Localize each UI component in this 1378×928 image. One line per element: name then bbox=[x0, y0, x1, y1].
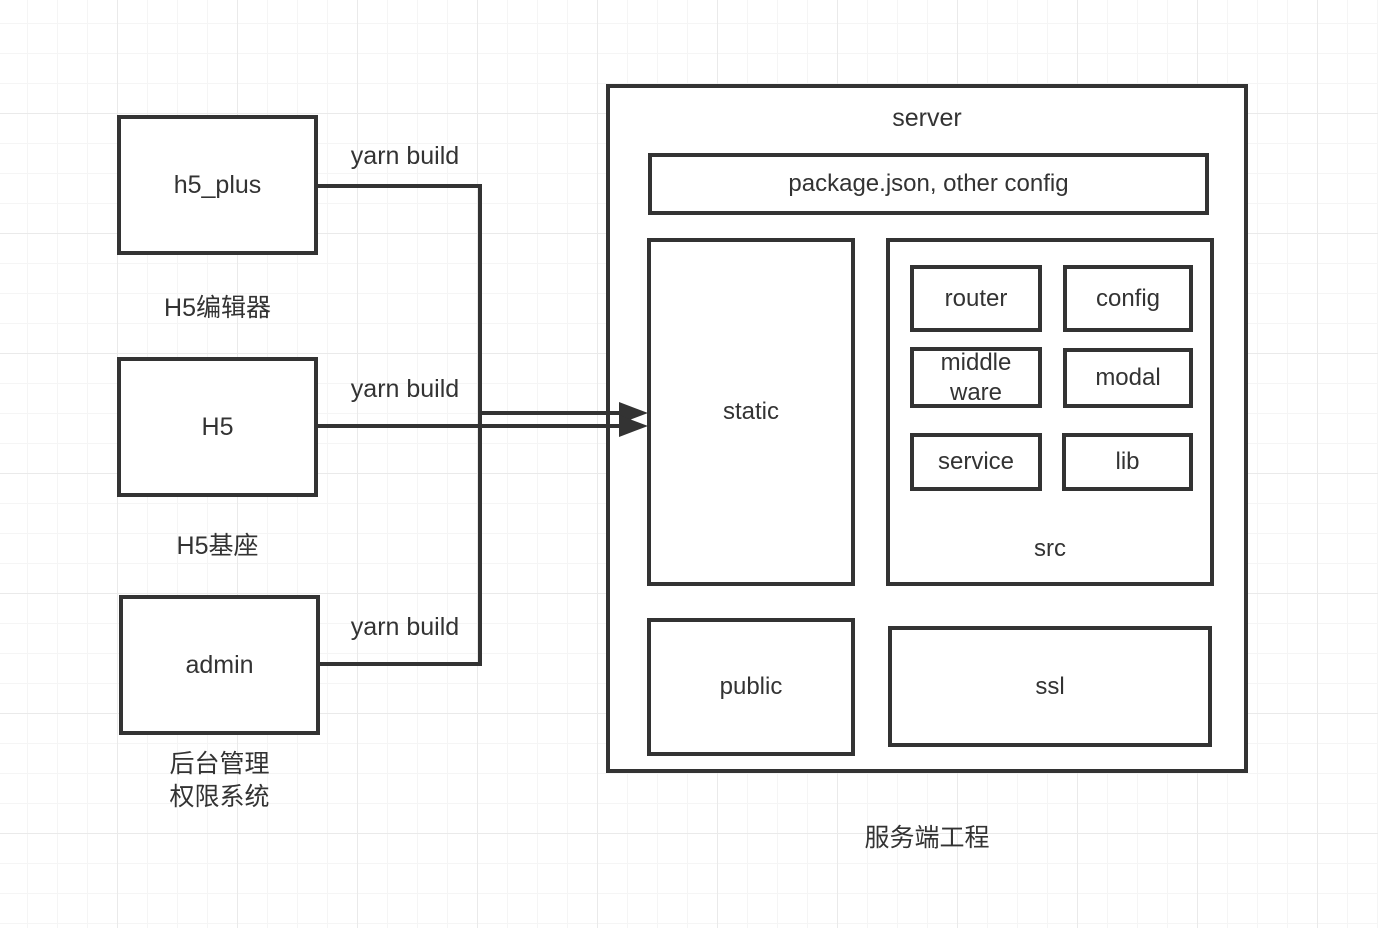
edge-label-h5: yarn build bbox=[350, 374, 460, 403]
node-admin-label: admin bbox=[185, 651, 254, 679]
src-module-middleware: middle ware bbox=[910, 347, 1042, 408]
src-module-config: config bbox=[1063, 265, 1193, 332]
server-public-box: public bbox=[647, 618, 855, 756]
connector-branch-to-static bbox=[480, 411, 620, 415]
src-module-service: service bbox=[910, 433, 1042, 491]
node-admin: admin bbox=[119, 595, 320, 735]
edge-label-h5-plus: yarn build bbox=[350, 141, 460, 170]
src-module-lib: lib bbox=[1062, 433, 1193, 491]
caption-h5: H5基座 bbox=[176, 531, 259, 560]
src-module-modal: modal bbox=[1063, 348, 1193, 408]
connector-h5-to-static bbox=[318, 424, 620, 428]
server-title: server bbox=[892, 103, 962, 132]
edge-label-admin: yarn build bbox=[350, 612, 460, 641]
server-ssl-label: ssl bbox=[1035, 672, 1065, 700]
node-h5-label: H5 bbox=[201, 413, 234, 441]
server-static-box: static bbox=[647, 238, 855, 586]
node-h5-plus: h5_plus bbox=[117, 115, 318, 255]
node-h5: H5 bbox=[117, 357, 318, 497]
src-label: src bbox=[1034, 534, 1066, 562]
caption-admin: 后台管理 权限系统 bbox=[169, 750, 270, 811]
node-h5-plus-label: h5_plus bbox=[173, 171, 262, 199]
server-caption: 服务端工程 bbox=[864, 823, 990, 852]
connector-admin-horizontal bbox=[320, 662, 482, 666]
server-config-bar-label: package.json, other config bbox=[788, 170, 1069, 197]
connector-h5-plus-horizontal bbox=[318, 184, 482, 188]
server-config-bar: package.json, other config bbox=[648, 153, 1209, 215]
server-ssl-box: ssl bbox=[888, 626, 1212, 747]
server-public-label: public bbox=[719, 673, 783, 700]
src-module-router: router bbox=[910, 265, 1042, 332]
server-static-label: static bbox=[722, 398, 779, 425]
arrowhead-h5 bbox=[619, 415, 648, 437]
caption-h5-plus: H5编辑器 bbox=[164, 293, 271, 322]
